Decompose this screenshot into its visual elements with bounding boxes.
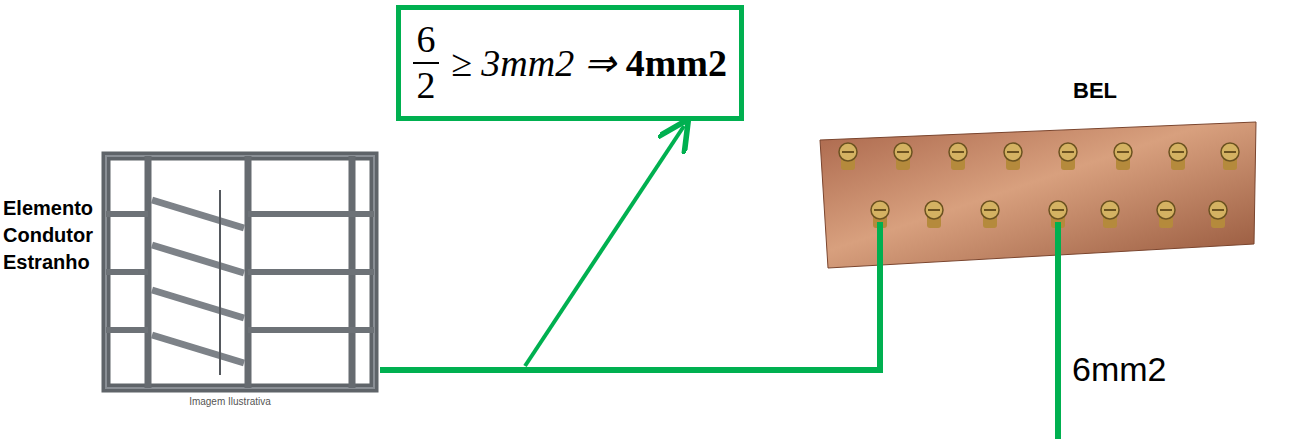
numerator: 6 bbox=[416, 20, 435, 60]
fraction-bar bbox=[413, 62, 439, 64]
label-slot: BEL bbox=[1035, 78, 1155, 104]
window-element: Elemento Condutor EstranhoImagem Ilustra… bbox=[100, 150, 380, 412]
label-slot: Elemento Condutor Estranho bbox=[3, 195, 99, 276]
fraction: 62 bbox=[413, 20, 439, 106]
image-caption: Imagem Ilustrativa bbox=[130, 396, 330, 407]
formula-box: 62≥ 3mm2 ⇒4mm2 bbox=[396, 5, 744, 121]
label-slot: Imagem Ilustrativa bbox=[130, 396, 330, 407]
supply-wire bbox=[1055, 278, 1061, 439]
element-heading: Elemento Condutor Estranho bbox=[3, 195, 99, 276]
formula-text: ≥ 3mm2 ⇒ bbox=[451, 41, 616, 85]
wire-size-label: 6mm2 bbox=[1072, 350, 1232, 389]
busbar-illustration bbox=[818, 118, 1258, 278]
label-slot: 6mm2 bbox=[1072, 350, 1232, 389]
bonding-conductor bbox=[380, 278, 880, 370]
bonding-busbar: BEL bbox=[818, 118, 1258, 278]
denominator: 2 bbox=[416, 66, 435, 106]
leader-arrow bbox=[525, 126, 684, 366]
window-illustration bbox=[100, 150, 380, 412]
formula-row: 62≥ 3mm2 ⇒4mm2 bbox=[413, 20, 727, 106]
busbar-heading: BEL bbox=[1035, 78, 1155, 104]
formula-result: 4mm2 bbox=[626, 41, 727, 85]
